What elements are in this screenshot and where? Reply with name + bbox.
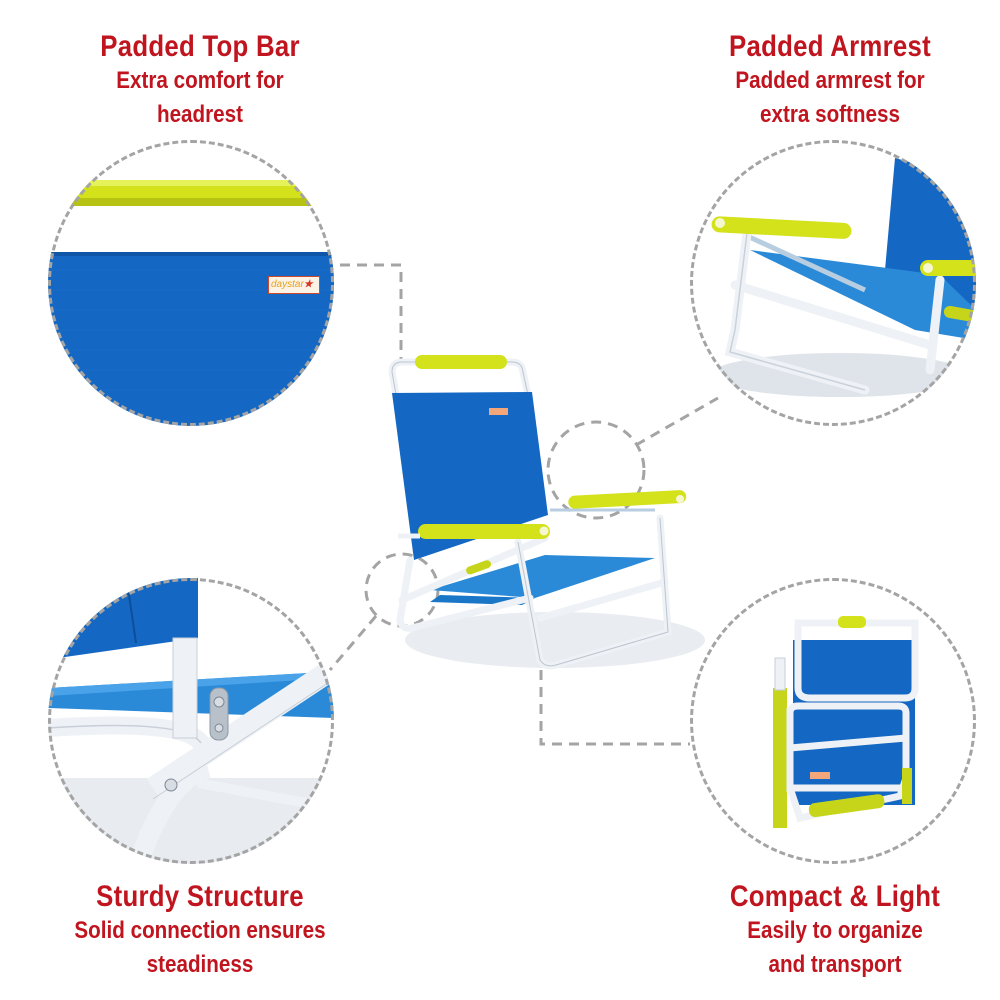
feature-caption-sturdy-structure: Sturdy Structure Solid connection ensure… (54, 880, 346, 982)
feature-subtitle: headrest (156, 101, 244, 128)
detail-circle-armrest (690, 140, 976, 426)
feature-title: Sturdy Structure (96, 880, 304, 913)
feature-subtitle: extra softness (760, 101, 900, 128)
feature-title: Padded Armrest (729, 30, 931, 63)
feature-subtitle: Padded armrest for (735, 67, 925, 94)
brand-label-text: daystar (271, 279, 304, 290)
brand-label: daystar★ (268, 276, 320, 294)
feature-caption-compact-light: Compact & Light Easily to organize and t… (702, 880, 969, 982)
armrest-detail-image (690, 140, 976, 426)
detail-circle-folded (690, 578, 976, 864)
feature-subtitle: steadiness (146, 951, 254, 978)
star-icon: ★ (303, 279, 313, 290)
feature-subtitle: and transport (768, 951, 902, 978)
feature-subtitle: Solid connection ensures (74, 917, 326, 944)
structure-detail-image (48, 578, 334, 864)
folded-chair-image (690, 578, 976, 864)
feature-title: Compact & Light (729, 880, 941, 913)
feature-title: Padded Top Bar (100, 30, 300, 63)
detail-circle-structure (48, 578, 334, 864)
feature-subtitle: Easily to organize (747, 917, 923, 944)
detail-circle-top-bar: daystar★ (48, 140, 334, 426)
feature-caption-padded-armrest: Padded Armrest Padded armrest for extra … (692, 30, 967, 132)
feature-subtitle: Extra comfort for (116, 67, 284, 94)
feature-caption-padded-top-bar: Padded Top Bar Extra comfort for headres… (62, 30, 337, 132)
